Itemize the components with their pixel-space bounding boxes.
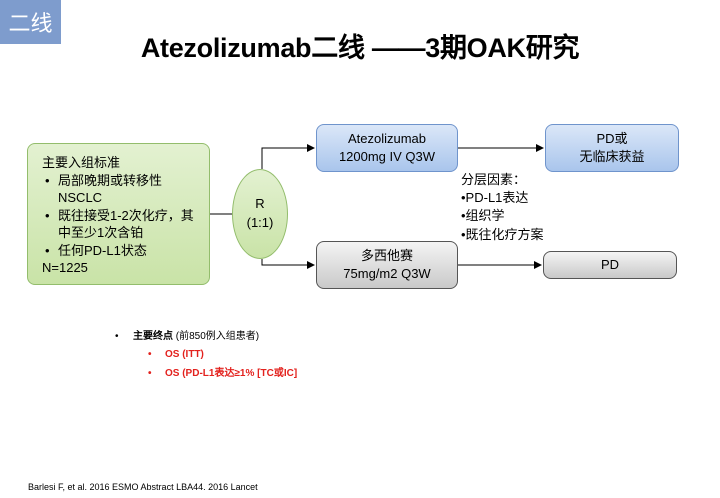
- atezolizumab-arm-box: Atezolizumab 1200mg IV Q3W: [316, 124, 458, 172]
- criteria-heading: 主要入组标准: [42, 155, 121, 170]
- corner-tag: 二线: [0, 0, 61, 44]
- stratification-item: •PD-L1表达: [461, 190, 529, 206]
- randomization-label: R: [255, 196, 265, 212]
- criteria-item: 任何PD-L1状态: [42, 242, 199, 260]
- slide-title: Atezolizumab二线 ——3期OAK研究: [140, 33, 580, 63]
- inclusion-criteria-box: 主要入组标准 局部晚期或转移性NSCLC 既往接受1-2次化疗，其中至少1次含铂…: [27, 143, 210, 285]
- sample-size: N=1225: [42, 260, 88, 276]
- docetaxel-outcome: PD: [600, 257, 620, 273]
- connector-r-to-atezo: [261, 144, 315, 169]
- primary-endpoints: 主要终点 (前850例入组患者) OS (ITT) OS (PD-L1表达≥1%…: [115, 331, 297, 387]
- stratification-item: •既往化疗方案: [461, 226, 544, 242]
- stratification-item: •组织学: [461, 208, 505, 224]
- citation: Barlesi F, et al. 2016 ESMO Abstract LBA…: [28, 482, 258, 492]
- endpoint-item: OS (PD-L1表达≥1% [TC或IC]: [148, 368, 297, 380]
- endpoints-label: 主要终点: [133, 331, 173, 342]
- atezolizumab-dose: 1200mg IV Q3W: [338, 149, 436, 164]
- randomization-node: R (1:1): [232, 169, 288, 259]
- criteria-item: 局部晚期或转移性NSCLC: [42, 172, 199, 207]
- docetaxel-drug: 多西他赛: [360, 248, 413, 264]
- atezolizumab-drug: Atezolizumab: [347, 131, 427, 147]
- docetaxel-dose: 75mg/m2 Q3W: [343, 266, 431, 281]
- stratification-factors: 分层因素： •PD-L1表达 •组织学 •既往化疗方案: [461, 171, 581, 244]
- criteria-item: 既往接受1-2次化疗，其中至少1次含铂: [42, 207, 199, 242]
- outcome-line2: 无临床获益: [579, 149, 645, 164]
- stratification-heading: 分层因素：: [461, 172, 527, 187]
- docetaxel-arm-box: 多西他赛 75mg/m2 Q3W: [316, 241, 458, 289]
- endpoint-item: OS (ITT): [148, 349, 297, 361]
- endpoints-note: (前850例入组患者): [173, 331, 260, 342]
- outcome-line1: PD或: [596, 131, 628, 147]
- endpoints-heading: 主要终点 (前850例入组患者): [115, 331, 297, 343]
- randomization-ratio: (1:1): [246, 215, 274, 230]
- connector-r-to-docetaxel: [261, 259, 315, 269]
- atezolizumab-outcome-box: PD或 无临床获益: [545, 124, 679, 172]
- docetaxel-outcome-box: PD: [543, 251, 677, 279]
